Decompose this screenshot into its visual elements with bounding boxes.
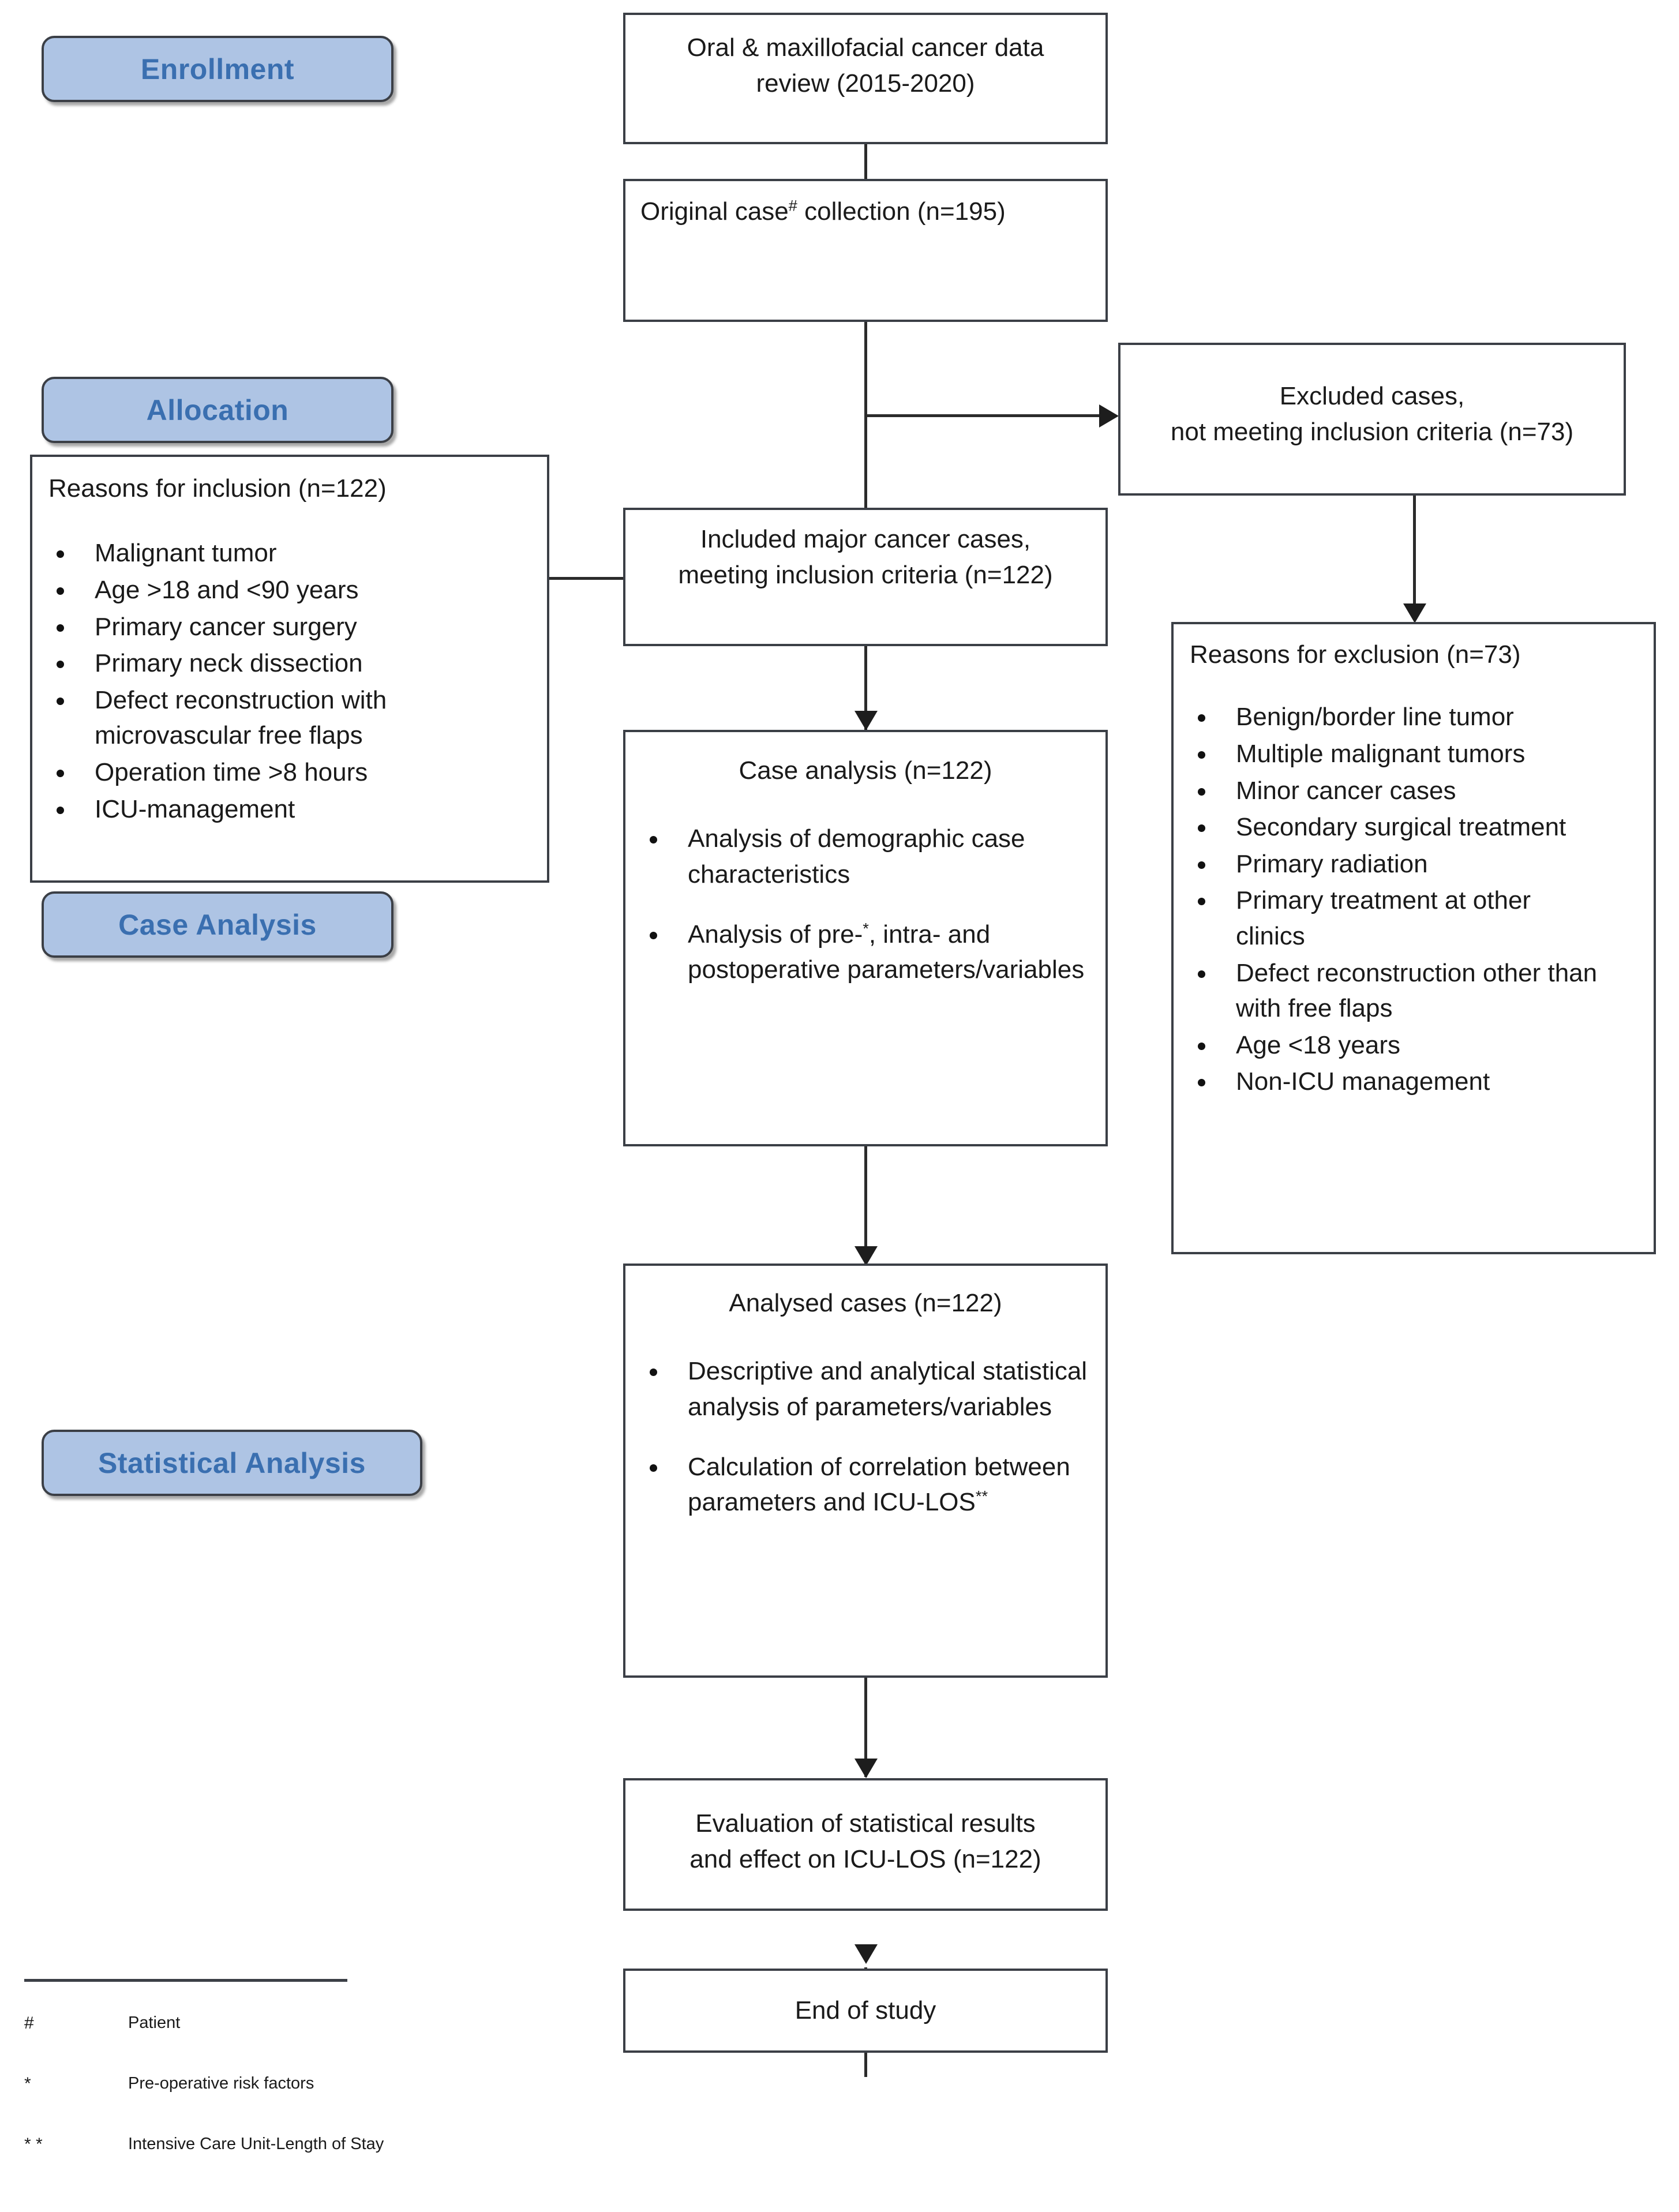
- box-analysed-cases: Analysed cases (n=122) Descriptive and a…: [623, 1264, 1108, 1678]
- stage-pill-case-analysis: Case Analysis: [42, 891, 393, 958]
- stage-pill-statistical-analysis: Statistical Analysis: [42, 1430, 422, 1496]
- list-item: Defect reconstruction with microvascular…: [32, 683, 547, 753]
- box-original-collection-superscript: #: [788, 196, 797, 215]
- box-excluded-cases-line2: not meeting inclusion criteria (n=73): [1170, 418, 1574, 447]
- footnote-preop: * Pre-operative risk factors: [24, 2072, 314, 2096]
- arrowhead-to-case-analysis: [855, 711, 878, 730]
- connector-excluded-to-reasons: [1413, 494, 1416, 610]
- box-case-analysis: Case analysis (n=122) Analysis of demogr…: [623, 730, 1108, 1146]
- list-item: Primary neck dissection: [32, 646, 547, 681]
- box-included-cases-line2: meeting inclusion criteria (n=122): [678, 561, 1053, 590]
- connector-collection-to-included: [864, 320, 867, 537]
- list-item: Primary cancer surgery: [32, 609, 547, 645]
- footnote-iculos: * * Intensive Care Unit-Length of Stay: [24, 2133, 384, 2157]
- list-item: Defect reconstruction other than with fr…: [1174, 955, 1654, 1026]
- box-original-collection-text: Original case# collection (n=195): [625, 181, 1105, 230]
- box-reasons-exclusion-heading: Reasons for exclusion (n=73): [1190, 640, 1521, 669]
- connector-review-to-collection: [864, 143, 867, 179]
- connector-included-to-reasons-inclusion: [519, 577, 635, 580]
- case-analysis-item2-before: Analysis of pre-: [688, 920, 863, 948]
- connector-analysed-to-evaluation: [864, 1676, 867, 1777]
- footnote-mark-hash: #: [24, 2014, 34, 2033]
- case-analysis-item2-after: , intra- and postoperative parameters/va…: [688, 920, 1085, 984]
- box-data-review-line1: Oral & maxillofacial cancer data: [687, 33, 1044, 62]
- list-analysed-cases: Descriptive and analytical statistical a…: [625, 1354, 1105, 1520]
- footnote-text-iculos: Intensive Care Unit-Length of Stay: [128, 2135, 384, 2153]
- arrowhead-to-evaluation: [855, 1759, 878, 1778]
- box-case-analysis-heading: Case analysis (n=122): [739, 756, 992, 785]
- box-analysed-cases-heading: Analysed cases (n=122): [729, 1289, 1002, 1317]
- box-data-review-text: Oral & maxillofacial cancer data review …: [625, 15, 1105, 102]
- arrowhead-to-reasons-exclusion: [1403, 603, 1426, 623]
- list-item: Analysis of demographic case characteris…: [625, 821, 1105, 892]
- box-original-collection: Original case# collection (n=195): [623, 179, 1108, 322]
- footnote-text-preop: Pre-operative risk factors: [128, 2074, 314, 2093]
- list-item: Age <18 years: [1174, 1028, 1654, 1063]
- box-excluded-cases-text: Excluded cases, not meeting inclusion cr…: [1120, 345, 1624, 451]
- list-item: Primary radiation: [1174, 846, 1654, 882]
- stage-pill-enrollment: Enrollment: [42, 36, 393, 102]
- list-item: Analysis of pre-*, intra- and postoperat…: [625, 917, 1105, 988]
- list-item: Age >18 and <90 years: [32, 572, 547, 608]
- box-evaluation-text: Evaluation of statistical results and ef…: [625, 1780, 1105, 1878]
- box-excluded-cases-line1: Excluded cases,: [1279, 382, 1465, 410]
- arrowhead-to-excluded: [1099, 404, 1119, 428]
- connector-branch-to-excluded: [864, 414, 1107, 417]
- box-reasons-exclusion: Reasons for exclusion (n=73) Benign/bord…: [1171, 622, 1656, 1254]
- box-excluded-cases: Excluded cases, not meeting inclusion cr…: [1118, 343, 1626, 496]
- list-item: Malignant tumor: [32, 535, 547, 571]
- stage-label-statistical-analysis: Statistical Analysis: [98, 1446, 366, 1479]
- list-item: Primary treatment at other clinics: [1174, 883, 1654, 954]
- analysed-cases-item2-superscript: **: [975, 1487, 988, 1505]
- stage-pill-allocation: Allocation: [42, 377, 393, 443]
- box-included-cases: Included major cancer cases, meeting inc…: [623, 508, 1108, 646]
- list-item: Calculation of correlation between param…: [625, 1449, 1105, 1520]
- list-case-analysis: Analysis of demographic case characteris…: [625, 821, 1105, 987]
- case-analysis-item2-superscript: *: [863, 919, 869, 937]
- list-item: Operation time >8 hours: [32, 755, 547, 790]
- footnote-divider: [24, 1979, 347, 1982]
- footnote-patient: # Patient: [24, 2012, 180, 2035]
- connector-included-to-case-analysis: [864, 617, 867, 730]
- list-item: ICU-management: [32, 792, 547, 827]
- box-evaluation-line1: Evaluation of statistical results: [695, 1809, 1036, 1838]
- box-reasons-inclusion-heading: Reasons for inclusion (n=122): [48, 474, 387, 503]
- list-item: Descriptive and analytical statistical a…: [625, 1354, 1105, 1424]
- list-item: Minor cancer cases: [1174, 773, 1654, 809]
- box-evaluation-line2: and effect on ICU-LOS (n=122): [689, 1845, 1041, 1874]
- analysed-cases-item2-before: Calculation of correlation between param…: [688, 1452, 1070, 1517]
- stage-label-case-analysis: Case Analysis: [118, 908, 317, 941]
- footnote-mark-doublestar: * *: [24, 2135, 43, 2154]
- list-item: Multiple malignant tumors: [1174, 736, 1654, 772]
- footnote-mark-star: *: [24, 2074, 31, 2093]
- box-original-collection-after: collection (n=195): [797, 197, 1006, 226]
- box-included-cases-line1: Included major cancer cases,: [700, 525, 1031, 553]
- box-original-collection-before: Original case: [640, 197, 789, 226]
- box-evaluation: Evaluation of statistical results and ef…: [623, 1778, 1108, 1911]
- box-data-review-line2: review (2015-2020): [756, 69, 975, 98]
- connector-case-to-analysed: [864, 1145, 867, 1264]
- list-item: Benign/border line tumor: [1174, 699, 1654, 735]
- footnote-text-patient: Patient: [128, 2014, 181, 2032]
- box-reasons-inclusion: Reasons for inclusion (n=122) Malignant …: [30, 455, 549, 883]
- box-end-of-study: End of study: [623, 1969, 1108, 2053]
- arrowhead-to-analysed-cases: [855, 1246, 878, 1266]
- list-item: Non-ICU management: [1174, 1064, 1654, 1100]
- box-data-review: Oral & maxillofacial cancer data review …: [623, 13, 1108, 144]
- list-reasons-exclusion: Benign/border line tumor Multiple malign…: [1174, 699, 1654, 1100]
- box-included-cases-text: Included major cancer cases, meeting inc…: [625, 510, 1105, 594]
- box-end-of-study-text: End of study: [794, 1996, 936, 2024]
- list-item: Secondary surgical treatment: [1174, 809, 1654, 845]
- stage-label-allocation: Allocation: [146, 393, 289, 426]
- list-reasons-inclusion: Malignant tumor Age >18 and <90 years Pr…: [32, 535, 547, 827]
- stage-label-enrollment: Enrollment: [140, 53, 295, 85]
- arrowhead-to-end-of-study: [855, 1944, 878, 1964]
